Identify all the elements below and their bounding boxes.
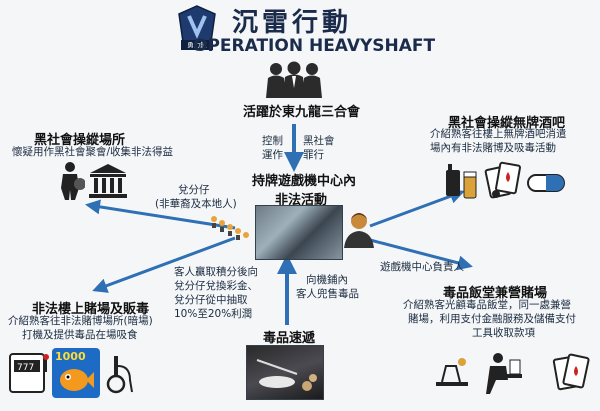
svg-text:777: 777	[17, 363, 34, 373]
crime-label-2: 罪行	[303, 149, 324, 161]
playing-cards-icon	[484, 160, 524, 202]
control-label-2: 運作	[262, 149, 283, 161]
bottom-node-title: 毒品速遞	[263, 331, 316, 346]
left-top-title: 黑社會操縱場所	[34, 133, 126, 148]
thief-icon	[55, 160, 86, 200]
gambler-icon	[476, 350, 524, 396]
right-bottom-title: 毒品飯堂兼營賭場	[443, 286, 548, 301]
page-subtitle: OPERATION HEAVYSHAFT	[193, 36, 436, 56]
slot-machine-icon: 777	[8, 350, 50, 394]
center-node: 持牌遊戲機中心內 非法活動	[252, 170, 357, 208]
left-top-desc: 懷疑用作黑社會聚會/收集非法得益	[12, 146, 174, 158]
mid-left-text-1: 客人贏取積分後向	[174, 266, 258, 278]
control-label-1: 控制	[262, 135, 283, 147]
mid-right-text-1: 向機鋪內	[306, 274, 348, 286]
manager-label: 遊戲機中心負責人	[380, 261, 464, 273]
crowd-icon	[208, 213, 252, 241]
right-bottom-desc-2: 賭場，利用支付金融服務及儲備支付	[408, 313, 576, 325]
right-bottom-desc-3: 工具收取款項	[472, 327, 535, 339]
cards-icon-2	[552, 350, 592, 396]
beer-tap-icon	[444, 162, 480, 202]
hookah-icon	[104, 352, 136, 394]
arrow-to-left-top	[85, 199, 236, 230]
left-bottom-title: 非法樓上賭場及販毒	[32, 302, 150, 317]
right-bottom-desc-1: 介紹熟客光顧毒品飯堂，同一處兼營	[403, 299, 571, 311]
arcade-photo	[255, 205, 343, 260]
left-bottom-desc-2: 打機及提供毒品在場吸食	[22, 329, 138, 341]
pill-icon	[526, 168, 566, 198]
right-top-desc-2: 場內有非法賭博及吸毒活動	[430, 142, 556, 154]
left-bottom-desc-1: 介紹熟客往非法賭博場所(暗場)	[8, 315, 153, 327]
mid-left-text-2: 兌分仔兌換彩金、	[174, 280, 258, 292]
fish-game-icon: 1000	[52, 348, 100, 398]
right-top-desc-1: 介紹熟客往樓上無牌酒吧消遣	[430, 128, 567, 140]
triad-members-icon	[262, 60, 326, 98]
right-top-title: 黑社會操縱無牌酒吧	[448, 116, 566, 131]
crime-label-1: 黑社會	[303, 135, 335, 147]
drug-pipe-icon	[432, 352, 472, 394]
slot-amount: 1000	[55, 350, 86, 363]
arrow-to-right-bottom	[369, 238, 473, 271]
drug-photo	[246, 345, 324, 400]
mid-right-text-2: 客人兜售毒品	[296, 288, 359, 300]
tipster-label-1: 兌分仔	[178, 184, 210, 196]
logo-text: 勇力鏈	[187, 41, 207, 49]
top-node-label: 活躍於東九龍三合會	[243, 105, 361, 120]
center-title-1: 持牌遊戲機中心內	[252, 174, 357, 189]
arrow-to-right-top	[369, 189, 465, 228]
bank-icon	[88, 163, 128, 199]
page-title: 沉雷行動	[232, 8, 353, 38]
police-logo: 勇力鏈	[175, 4, 219, 52]
mid-left-text-4: 10%至20%利潤	[174, 308, 253, 320]
arrow-to-left-bottom	[92, 236, 236, 293]
mid-left-text-3: 兌分仔從中抽取	[174, 294, 248, 306]
manager-icon	[342, 210, 376, 248]
tipster-label-2: (非華裔及本地人)	[155, 198, 237, 210]
center-title-2: 非法活動	[274, 193, 327, 208]
